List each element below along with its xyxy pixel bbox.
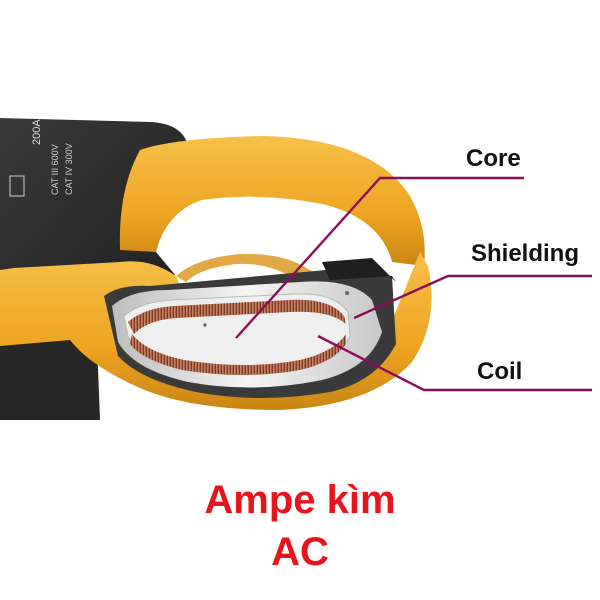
shielding-leader-line	[353, 274, 592, 320]
shielding-label: Shielding	[471, 240, 579, 267]
marking-range: 200A	[31, 119, 43, 145]
clamp-opening	[156, 196, 392, 276]
ring-end-face	[322, 258, 396, 282]
clamp-jaw-front	[0, 252, 432, 410]
warning-symbol	[9, 175, 25, 197]
coil-leader-line	[317, 334, 592, 392]
marking-cat-iii: CAT III 600V	[50, 144, 60, 195]
device-markings: 200A CAT III 600V CAT IV 300V	[31, 119, 74, 195]
marking-cat-iv: CAT IV 300V	[64, 143, 74, 195]
coil-label: Coil	[477, 358, 523, 385]
clamp-ring-back	[119, 136, 425, 266]
caption-line-2: AC	[271, 530, 329, 574]
core-leader-line	[235, 176, 524, 339]
caption-line-1: Ampe kìm	[204, 478, 396, 522]
coil-winding-lower	[130, 334, 346, 375]
core-label: Core	[466, 145, 521, 172]
coil-winding	[128, 299, 346, 334]
